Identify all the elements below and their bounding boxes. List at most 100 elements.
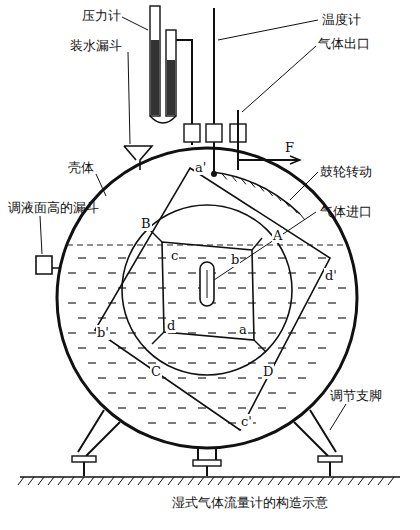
thermometer-bulb <box>211 171 217 177</box>
water-dash <box>148 392 156 393</box>
leader-line <box>96 174 106 196</box>
part-label: 调节支脚 <box>330 388 382 403</box>
water-dash <box>138 377 146 378</box>
hatch-tick <box>284 201 289 207</box>
water-dash <box>118 317 126 318</box>
water-dash <box>248 392 256 393</box>
ground-tick <box>248 477 254 485</box>
water-dash <box>138 257 146 258</box>
ground-tick <box>178 477 184 485</box>
water-dash <box>188 272 196 273</box>
fitting <box>184 124 200 142</box>
ground-tick <box>268 477 274 485</box>
water-dash <box>258 257 266 258</box>
ground-hatching <box>18 477 394 485</box>
ground-tick <box>198 477 204 485</box>
ground-tick <box>158 477 164 485</box>
hatch-tick <box>276 195 281 201</box>
drum-inner-square <box>162 242 254 340</box>
part-label: 气体进口 <box>320 204 372 219</box>
water-dash <box>238 377 246 378</box>
letter-mark: F <box>284 140 295 155</box>
gas-inlet-pipe <box>200 262 214 306</box>
shell <box>57 148 357 448</box>
water-dash <box>188 422 196 423</box>
ground-tick <box>328 477 334 485</box>
ground-tick <box>128 477 134 485</box>
hatch-tick <box>259 186 264 192</box>
letter-mark: C <box>150 364 162 379</box>
ground-tick <box>98 477 104 485</box>
water-dash <box>278 377 286 378</box>
gauge-tube <box>166 30 176 116</box>
part-label: 鼓轮转动 <box>320 164 372 179</box>
part-label: 气体出口 <box>318 36 370 51</box>
water-dash <box>318 347 326 348</box>
hatch-tick <box>268 190 273 196</box>
leader-line <box>214 212 316 280</box>
water-dash <box>128 392 136 393</box>
water-dash <box>308 362 316 363</box>
ground-tick <box>68 477 74 485</box>
water-dash <box>288 392 296 393</box>
ground-tick <box>168 477 174 485</box>
water-dash <box>88 332 96 333</box>
water-dash <box>268 392 276 393</box>
partition <box>254 340 266 352</box>
ground-tick <box>348 477 354 485</box>
water-dash <box>78 257 86 258</box>
leg <box>198 447 216 460</box>
water-dash <box>78 347 86 348</box>
water-dash <box>188 332 196 333</box>
hatch-tick <box>232 176 237 182</box>
water-dash <box>228 302 236 303</box>
gauge-liquid <box>151 40 159 115</box>
water-dash <box>158 407 166 408</box>
water-dash <box>328 302 336 303</box>
ground-tick <box>378 477 384 485</box>
ground-tick <box>238 477 244 485</box>
water-dash <box>328 332 336 333</box>
thermometer <box>213 8 215 172</box>
water-dash <box>318 287 326 288</box>
ground-tick <box>218 477 224 485</box>
water-dash <box>218 377 226 378</box>
water-dash <box>138 287 146 288</box>
water-dash <box>198 407 206 408</box>
water-dash <box>228 332 236 333</box>
fitting <box>206 124 222 142</box>
ground-tick <box>18 477 24 485</box>
water-dash <box>308 302 316 303</box>
outlet-arrow <box>290 156 300 164</box>
ground-tick <box>38 477 44 485</box>
water-dash <box>148 422 156 423</box>
water-dash <box>148 272 156 273</box>
fill-funnel <box>124 146 152 170</box>
letter-mark: c <box>170 248 179 263</box>
letter-mark: a <box>238 322 248 337</box>
part-label: 压力计 <box>82 8 121 23</box>
water-dash <box>138 407 146 408</box>
water-dash <box>228 362 236 363</box>
water-dash <box>218 407 226 408</box>
letter-mark: b <box>230 252 240 267</box>
water-dash <box>288 302 296 303</box>
water-dash <box>168 392 176 393</box>
drum-core <box>122 205 292 375</box>
water-dash <box>198 377 206 378</box>
water-dash <box>158 347 166 348</box>
water-dash <box>298 347 306 348</box>
letter-mark: B <box>140 216 152 231</box>
ground-tick <box>48 477 54 485</box>
leader-line <box>330 404 346 430</box>
water-dash <box>98 257 106 258</box>
gauge-bend <box>150 116 176 123</box>
water-dash <box>278 287 286 288</box>
water-dash <box>178 377 186 378</box>
water-dash <box>118 377 126 378</box>
water-dash <box>208 332 216 333</box>
water-dash <box>248 332 256 333</box>
water-dash <box>178 287 186 288</box>
partition <box>252 238 262 250</box>
leader-line <box>122 17 148 30</box>
